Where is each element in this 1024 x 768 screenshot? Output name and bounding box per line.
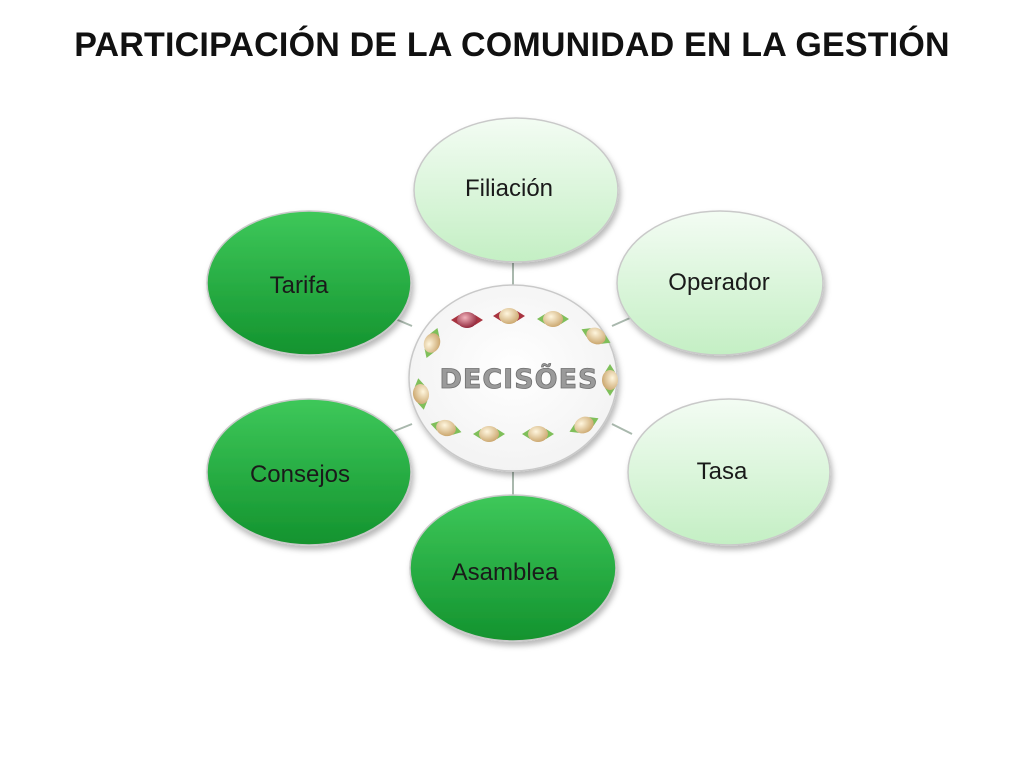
- candy-icon: [451, 312, 483, 328]
- node-label: Consejos: [250, 461, 350, 488]
- node-filiacion: Filiación: [413, 117, 619, 263]
- node-label: Filiación: [465, 175, 553, 202]
- center-node: DECISÕES: [408, 284, 618, 472]
- candy-icon: [473, 426, 505, 442]
- candy-icon: [537, 311, 569, 327]
- node-tasa: Tasa: [627, 398, 831, 546]
- page-title: PARTICIPACIÓN DE LA COMUNIDAD EN LA GEST…: [74, 26, 950, 64]
- candy-icon: [493, 308, 525, 324]
- node-operador: Operador: [616, 210, 824, 356]
- node-label: Tasa: [697, 458, 748, 485]
- candy-icon: [569, 416, 599, 434]
- node-label: Tarifa: [270, 272, 329, 299]
- connector-line: [611, 423, 633, 435]
- node-asamblea: Asamblea: [409, 494, 617, 642]
- node-tarifa: Tarifa: [206, 210, 412, 356]
- connector-line: [611, 317, 631, 327]
- node-consejos: Consejos: [206, 398, 412, 546]
- candy-icon: [412, 378, 430, 410]
- node-label: Asamblea: [452, 559, 559, 586]
- candy-icon: [423, 327, 441, 359]
- candy-ring: [412, 308, 618, 442]
- candy-icon: [430, 419, 462, 437]
- connector-line: [391, 423, 413, 433]
- node-label: Operador: [668, 269, 769, 296]
- candy-icon: [581, 327, 611, 345]
- candy-icon: [602, 364, 618, 396]
- center-label: DECISÕES: [439, 363, 598, 395]
- candy-icon: [522, 426, 554, 442]
